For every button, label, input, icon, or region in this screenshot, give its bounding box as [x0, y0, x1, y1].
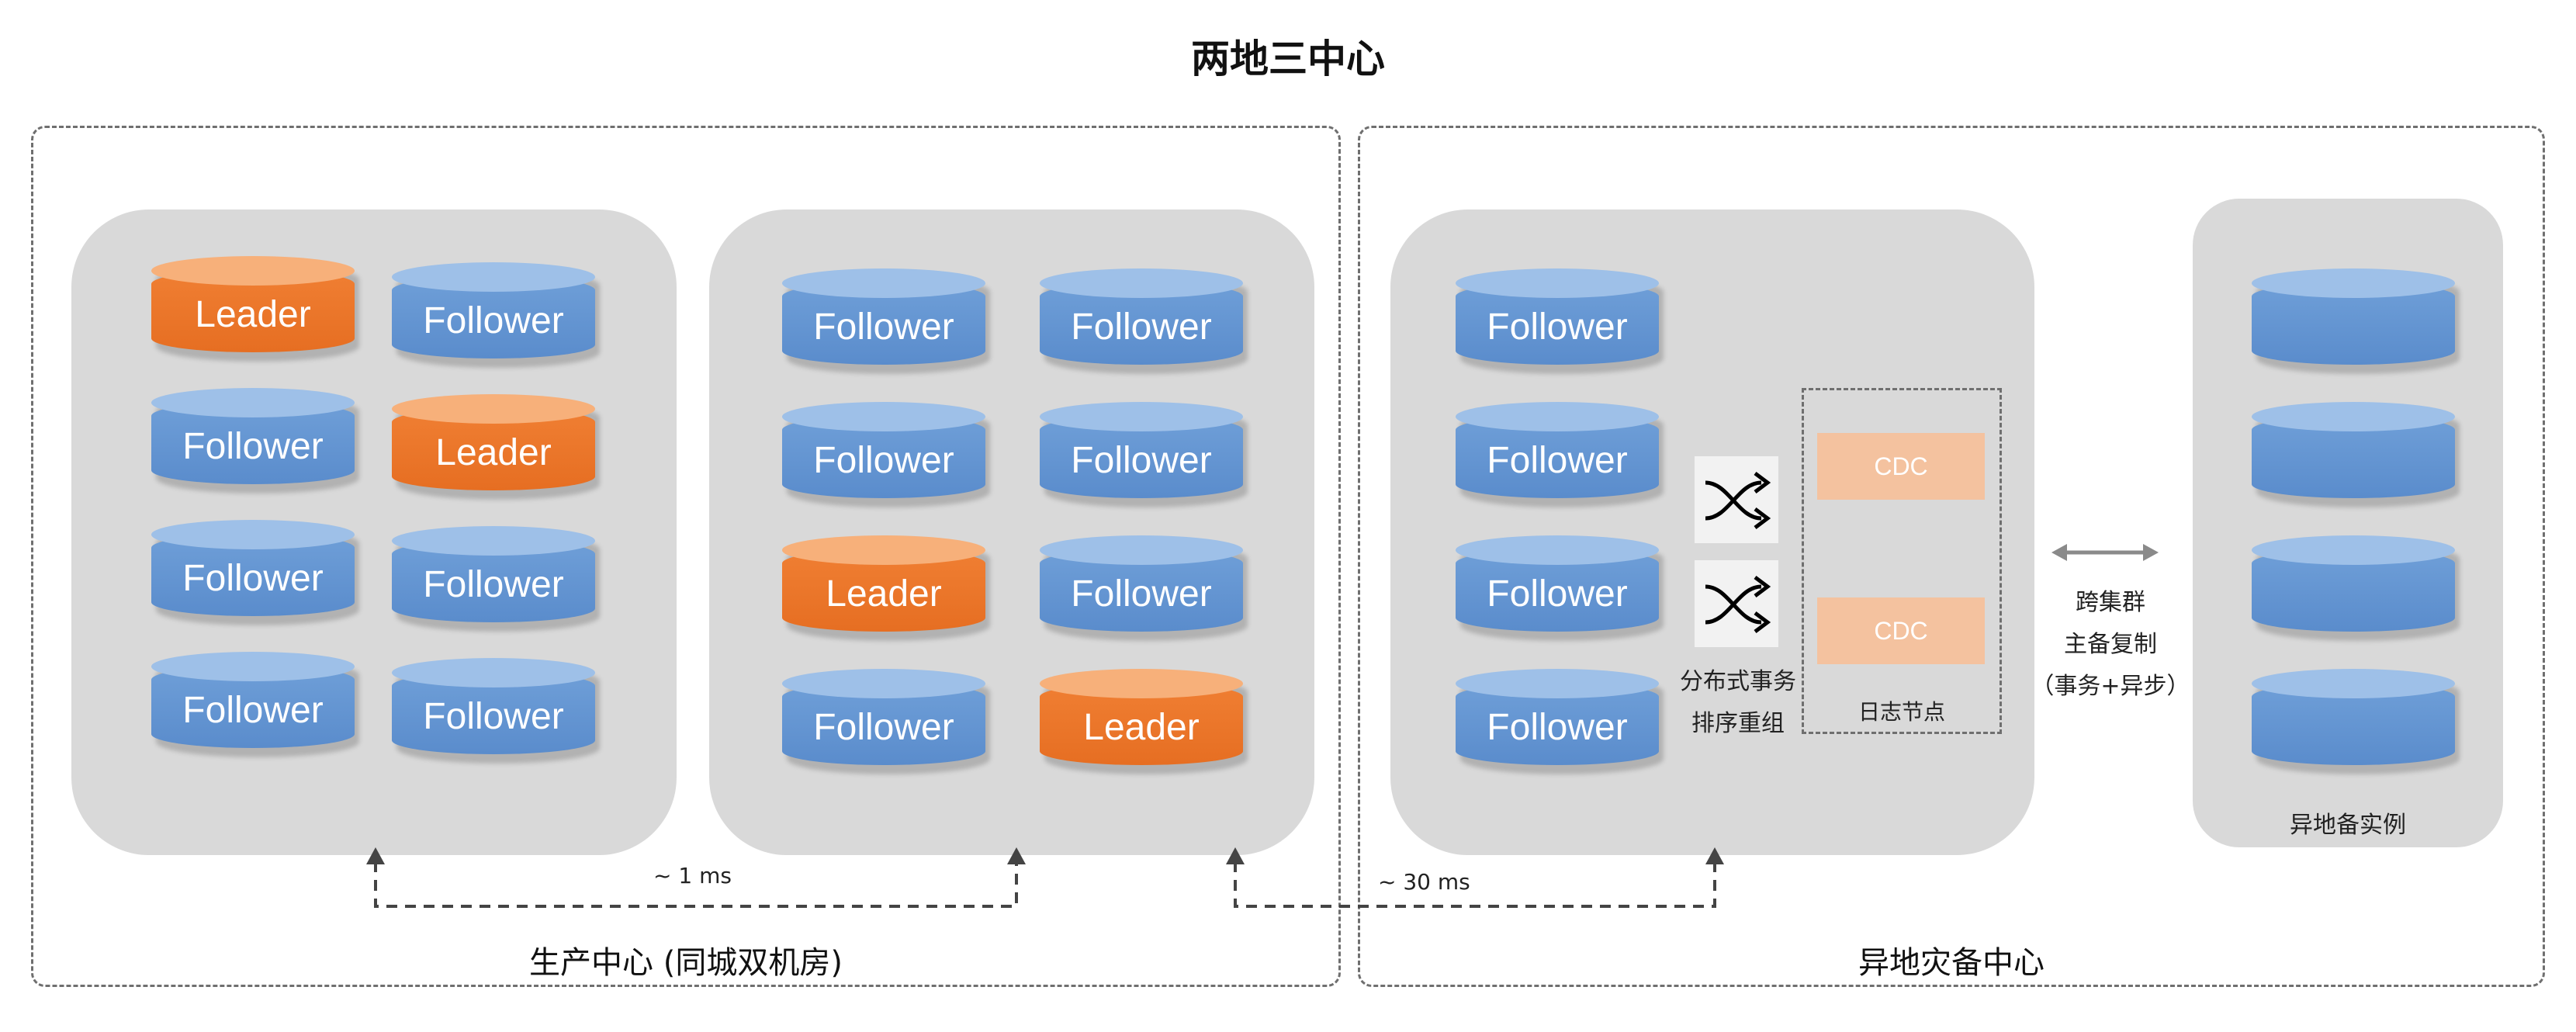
log-node-box	[1802, 388, 2002, 734]
standby-node	[2252, 669, 2460, 777]
follower-node: Follower	[1456, 669, 1664, 777]
node-label: Follower	[1071, 306, 1212, 348]
follower-node: Follower	[392, 658, 600, 767]
arrow-head	[1705, 847, 1724, 864]
production-center-region	[31, 126, 1341, 987]
node-label: Follower	[1487, 573, 1628, 615]
remote-latency: ~ 30 ms	[1378, 869, 1470, 895]
follower-node: Follower	[1456, 402, 1664, 511]
node-label: Follower	[813, 306, 954, 348]
log-node-label: 日志节点	[1858, 699, 1945, 725]
node-label: Leader	[195, 294, 311, 335]
node-label: Follower	[182, 558, 324, 599]
follower-node: Follower	[1456, 535, 1664, 644]
node-label: Follower	[1487, 306, 1628, 348]
arrow-head	[1226, 847, 1245, 864]
disaster-recovery-region	[1358, 126, 2545, 987]
replication-label-line1: 跨集群	[2076, 589, 2145, 616]
node-label: Leader	[1083, 707, 1200, 748]
shuffle-label-line1: 分布式事务	[1680, 668, 1796, 695]
replication-label-line3: （事务+异步）	[2031, 673, 2190, 700]
replication-label: 跨集群 主备复制 （事务+异步）	[2017, 582, 2204, 708]
node-label: Follower	[423, 300, 564, 341]
follower-node: Follower	[151, 652, 359, 760]
replication-label-line2: 主备复制	[2064, 631, 2157, 658]
shuffle-label-line2: 排序重组	[1691, 710, 1785, 737]
shuffle-icon	[1695, 456, 1778, 543]
follower-node: Follower	[151, 520, 359, 629]
arrow-head	[366, 847, 385, 864]
cdc-node: CDC	[1817, 597, 1985, 664]
follower-node: Follower	[1456, 268, 1664, 377]
production-center-label: 生产中心 (同城双机房)	[529, 945, 843, 981]
leader-node: Leader	[392, 394, 600, 503]
intra-city-link	[374, 861, 1018, 908]
node-label: Follower	[813, 440, 954, 481]
arrow-head	[1007, 847, 1026, 864]
node-label: Follower	[1487, 440, 1628, 481]
page-title: 两地三中心	[1191, 36, 1385, 81]
standby-node	[2252, 402, 2460, 511]
standby-node	[2252, 268, 2460, 377]
standby-node	[2252, 535, 2460, 644]
follower-node: Follower	[151, 388, 359, 497]
node-label: Follower	[182, 690, 324, 731]
leader-node: Leader	[1040, 669, 1248, 777]
follower-node: Follower	[392, 526, 600, 635]
disaster-recovery-label: 异地灾备中心	[1858, 945, 2045, 981]
node-label: Follower	[1071, 573, 1212, 615]
node-label: Follower	[423, 564, 564, 605]
intra-city-latency: ~ 1 ms	[653, 863, 732, 888]
node-label: Leader	[435, 432, 552, 473]
follower-node: Follower	[1040, 402, 1248, 511]
node-label: Follower	[1071, 440, 1212, 481]
follower-node: Follower	[1040, 268, 1248, 377]
follower-node: Follower	[782, 669, 990, 777]
shuffle-label: 分布式事务 排序重组	[1660, 661, 1816, 745]
follower-node: Follower	[392, 262, 600, 371]
node-label: Follower	[813, 707, 954, 748]
node-label: Follower	[1487, 707, 1628, 748]
node-label: Follower	[182, 426, 324, 467]
cdc-node: CDC	[1817, 433, 1985, 500]
follower-node: Follower	[782, 268, 990, 377]
follower-node: Follower	[782, 402, 990, 511]
shuffle-icon	[1695, 560, 1778, 647]
replication-arrow	[2051, 544, 2159, 561]
standby-label: 异地备实例	[2290, 812, 2406, 839]
follower-node: Follower	[1040, 535, 1248, 644]
node-label: Leader	[826, 573, 942, 615]
leader-node: Leader	[782, 535, 990, 644]
remote-link	[1234, 861, 1716, 908]
leader-node: Leader	[151, 256, 359, 365]
node-label: Follower	[423, 696, 564, 737]
